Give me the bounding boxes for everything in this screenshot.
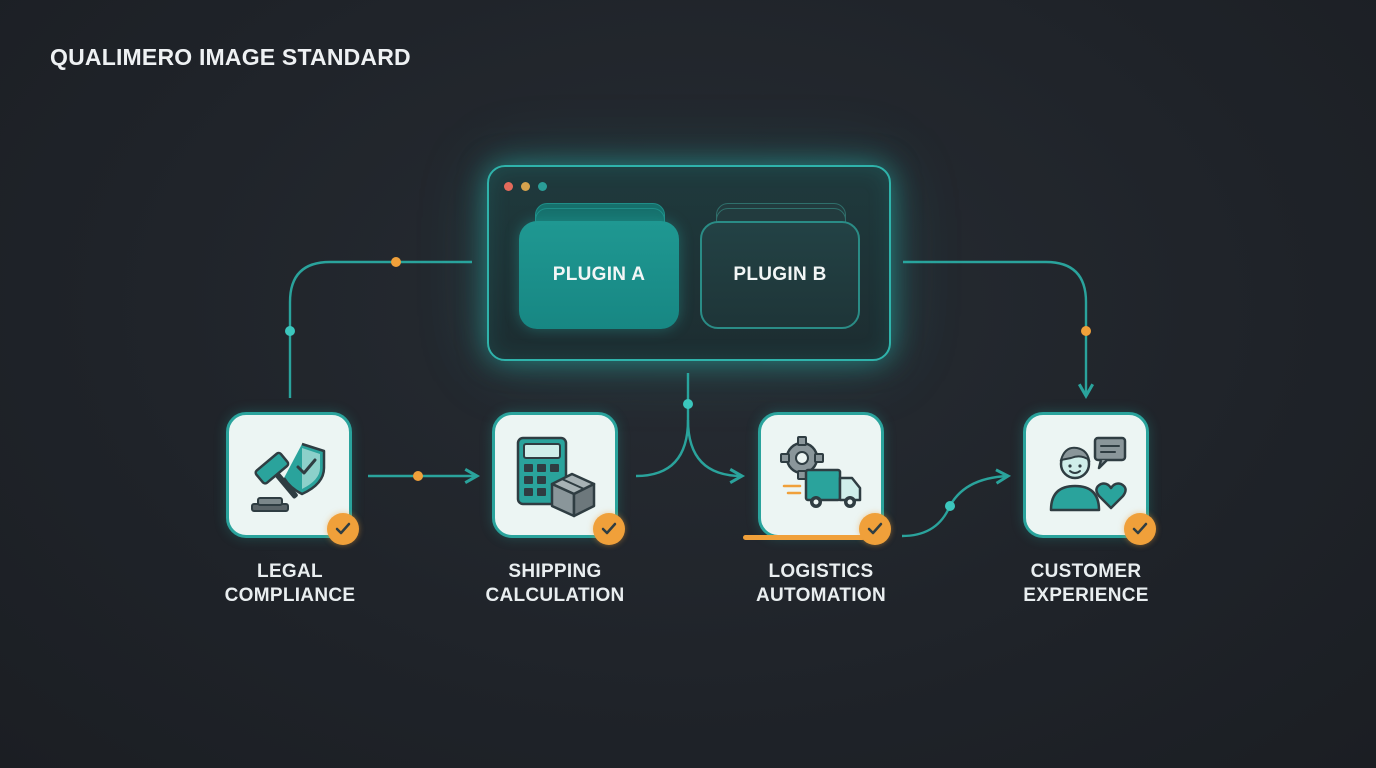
plugin-a-stack: PLUGIN A [519, 203, 679, 331]
plugin-a-button[interactable]: PLUGIN A [519, 221, 679, 329]
window-minimize-dot [521, 182, 530, 191]
step-label-legal: LEGAL COMPLIANCE [190, 560, 390, 608]
label-line: LEGAL [257, 561, 323, 582]
plugin-window: PLUGIN A PLUGIN B [487, 165, 891, 361]
connector-node-teal [945, 501, 955, 511]
page-title: QUALIMERO IMAGE STANDARD [50, 44, 411, 70]
step-card-logistics[interactable] [758, 412, 891, 545]
gavel-shield-icon [251, 442, 326, 512]
label-line: CALCULATION [485, 585, 625, 606]
step-label-customer: CUSTOMER EXPERIENCE [986, 560, 1186, 608]
label-line: COMPLIANCE [224, 585, 356, 606]
check-icon [601, 522, 617, 535]
connector-window-to-logistics [686, 419, 746, 485]
calculator-box-icon [516, 436, 596, 518]
connector-node-orange [1081, 326, 1091, 336]
check-icon [1132, 522, 1148, 535]
check-icon [867, 522, 883, 535]
check-icon [335, 522, 351, 535]
window-maximize-dot [538, 182, 547, 191]
person-chat-heart-icon [1049, 436, 1127, 512]
label-line: AUTOMATION [755, 585, 886, 606]
label-line: LOGISTICS [768, 561, 874, 582]
connector-window-to-customer [903, 260, 1095, 400]
gear-truck-icon [780, 436, 862, 508]
logistics-progress-underline [743, 535, 865, 540]
step-card-legal[interactable] [226, 412, 359, 545]
step-label-shipping: SHIPPING CALCULATION [455, 560, 655, 608]
step-label-logistics: LOGISTICS AUTOMATION [721, 560, 921, 608]
step-card-customer[interactable] [1023, 412, 1156, 545]
label-line: EXPERIENCE [1023, 585, 1149, 606]
label-line: CUSTOMER [1030, 561, 1142, 582]
step-card-shipping[interactable] [492, 412, 625, 545]
check-badge [859, 513, 891, 545]
plugin-b-button[interactable]: PLUGIN B [700, 221, 860, 329]
label-line: SHIPPING [508, 561, 602, 582]
connector-window-to-shipping [635, 373, 690, 478]
connector-node-orange [391, 257, 401, 267]
connector-node-teal [683, 399, 693, 409]
plugin-b-stack: PLUGIN B [700, 203, 860, 331]
window-close-dot [504, 182, 513, 191]
check-badge [327, 513, 359, 545]
connector-window-to-legal [288, 260, 472, 398]
check-badge [593, 513, 625, 545]
connector-node-teal [285, 326, 295, 336]
check-badge [1124, 513, 1156, 545]
connector-node-orange [413, 471, 423, 481]
